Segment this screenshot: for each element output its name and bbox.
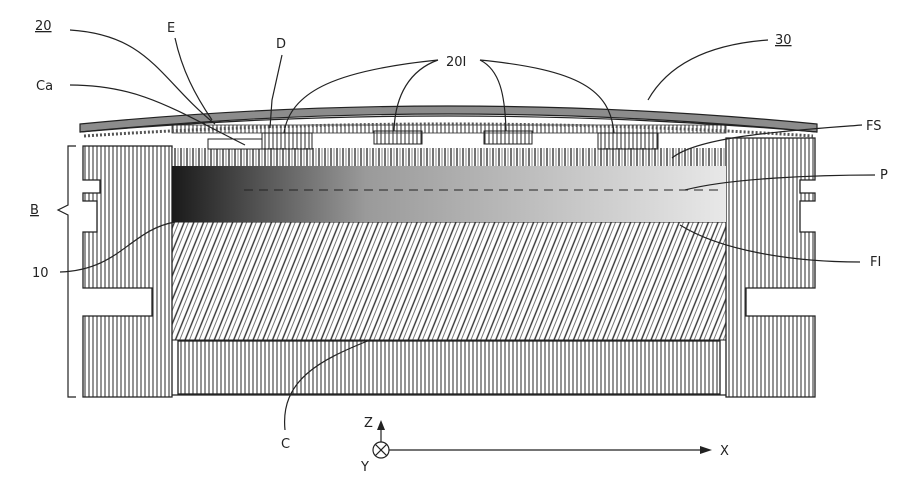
sensing-element-1 xyxy=(262,133,312,149)
label-C: C xyxy=(281,437,290,452)
label-30: 30 xyxy=(775,33,792,48)
label-20: 20 xyxy=(35,19,52,34)
label-D: D xyxy=(276,37,286,52)
label-10: 10 xyxy=(32,266,49,281)
label-FI: FI xyxy=(870,255,881,270)
sensing-element-3 xyxy=(484,131,532,144)
label-P: P xyxy=(880,168,888,183)
leader-30 xyxy=(648,40,768,100)
label-axis-x: X xyxy=(720,444,729,459)
body-left-wall xyxy=(83,146,172,397)
sensing-element-2 xyxy=(374,131,422,144)
coordinate-axes xyxy=(373,420,712,458)
core-bottom-slot xyxy=(178,341,720,394)
label-B: B xyxy=(30,203,39,218)
label-E: E xyxy=(167,21,175,36)
sensor-layer xyxy=(172,125,726,133)
leader-20I-4 xyxy=(480,60,614,133)
core-region xyxy=(172,222,726,340)
leader-E xyxy=(175,38,212,120)
label-FS: FS xyxy=(866,119,882,134)
filler-band xyxy=(172,166,726,222)
upper-strip xyxy=(172,148,726,166)
leader-20I-1 xyxy=(284,60,438,133)
label-axis-y: Y xyxy=(360,460,369,475)
label-Ca: Ca xyxy=(36,79,53,94)
leader-20I-3 xyxy=(480,60,506,131)
label-20I: 20I xyxy=(446,55,466,70)
label-axis-z: Z xyxy=(364,416,373,431)
sensing-element-4 xyxy=(598,133,658,149)
leader-20I-2 xyxy=(394,60,438,131)
leader-20 xyxy=(70,30,215,124)
